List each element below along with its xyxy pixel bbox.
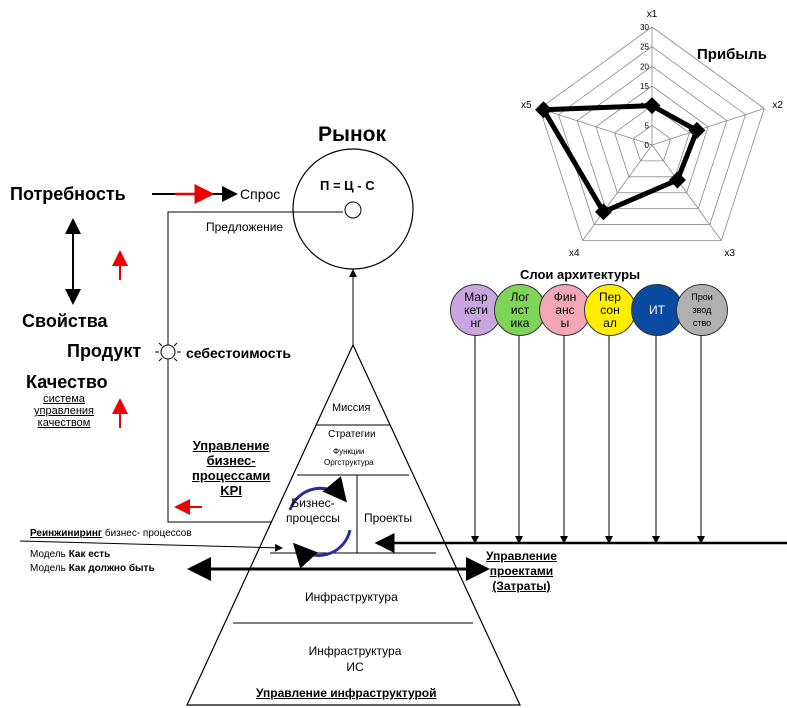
layer-lines — [471, 334, 705, 544]
radar-axis-label: x5 — [521, 100, 532, 111]
radar-axis-label: x4 — [569, 248, 580, 259]
radar-tick-label: 20 — [640, 62, 649, 71]
radar-grid — [614, 105, 690, 178]
model-to-be-label: Модель Как должно быть — [30, 563, 155, 574]
radar-axis — [651, 144, 722, 241]
radar-title: Прибыль — [697, 46, 767, 63]
radar-point — [643, 97, 661, 115]
demand-label: Спрос — [240, 186, 281, 202]
properties-label: Свойства — [22, 311, 108, 331]
radar-chart: x1x2x3x4x5051015202530 — [521, 9, 783, 259]
mission-label: Миссия — [332, 402, 371, 414]
radar-axis-label: x1 — [647, 9, 658, 20]
market-title: Рынок — [318, 123, 386, 146]
radar-grid — [576, 65, 728, 210]
reengineering-label: Реинжиниринг бизнес- процессов — [30, 528, 192, 539]
supply-label: Предложение — [206, 220, 284, 234]
radar-grid — [558, 46, 746, 225]
layer-circle: ИТ — [631, 284, 683, 336]
radar-point — [594, 203, 612, 221]
business-processes-label: Бизнес-процессы — [286, 496, 340, 525]
radar-tick-label: 25 — [640, 43, 649, 52]
cost-label: себестоимость — [186, 345, 292, 361]
sun-icon — [155, 339, 181, 365]
layers-title: Слои архитектуры — [520, 267, 641, 282]
quality-label: Качество — [26, 372, 108, 392]
strategy-label: Стратегии — [328, 429, 376, 440]
radar-tick-label: 15 — [640, 82, 649, 91]
radar-tick-label: 0 — [645, 141, 650, 150]
radar-axis-label: x3 — [724, 248, 735, 259]
radar-axis — [539, 108, 653, 146]
radar-series-line — [541, 103, 700, 215]
profit-formula: П = Ц - С — [320, 178, 375, 193]
functions-label: Функции — [333, 447, 365, 456]
market-inner-circle — [344, 201, 362, 219]
radar-axis — [582, 144, 653, 241]
radar-point — [535, 101, 553, 119]
pyramid — [186, 343, 521, 706]
radar-tick-label: 5 — [645, 121, 650, 130]
radar-point — [668, 171, 686, 189]
radar-point — [688, 121, 706, 139]
need-label: Потребность — [10, 184, 126, 204]
org-label: Оргструктура — [324, 458, 374, 467]
infra-mgmt-label: Управление инфраструктурой — [256, 686, 437, 700]
radar-axis — [651, 108, 765, 146]
projects-label: Проекты — [364, 511, 413, 525]
radar-grid — [632, 124, 672, 162]
product-label: Продукт — [67, 341, 142, 361]
radar-tick-label: 30 — [640, 23, 649, 32]
radar-grid — [539, 26, 765, 241]
infrastructure-label: Инфраструктура — [305, 590, 398, 604]
model-as-is-label: Модель Как есть — [30, 549, 111, 560]
radar-axis-label: x2 — [772, 100, 783, 111]
